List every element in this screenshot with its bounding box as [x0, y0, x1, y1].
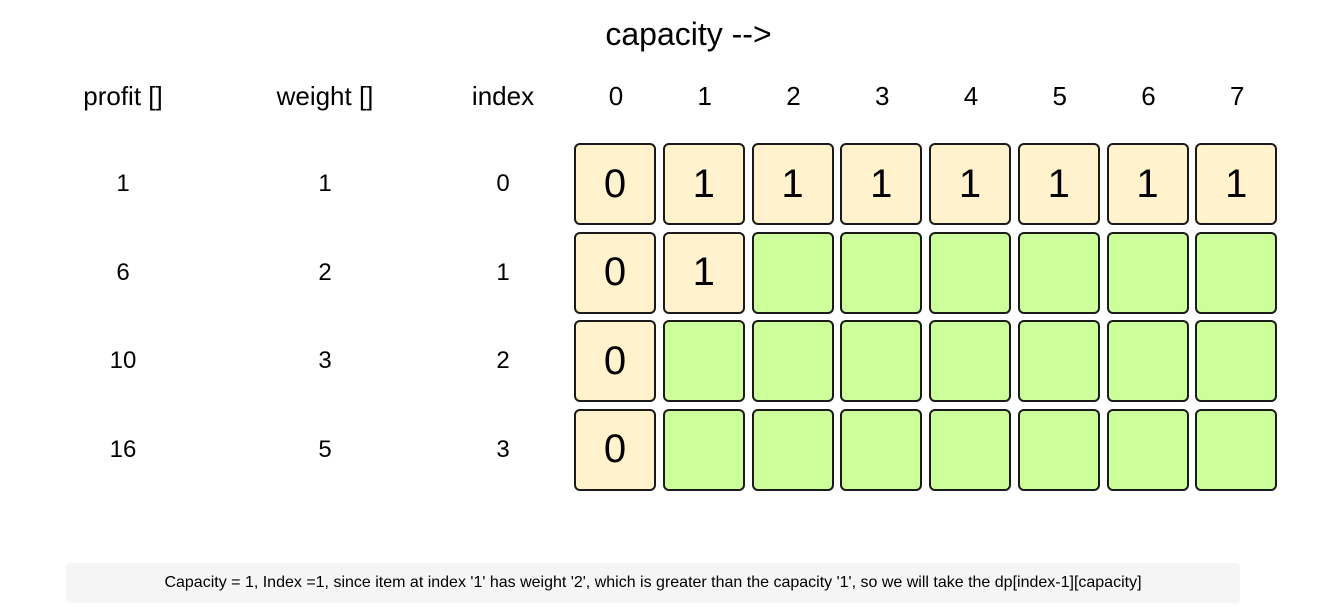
dp-cell-1-1: 1 [662, 231, 745, 314]
capacity-header-7: 7 [1230, 81, 1245, 111]
dp-cell-2-4 [929, 320, 1011, 402]
capacity-header-6: 6 [1141, 81, 1156, 111]
dp-cell-2-0: 0 [574, 320, 656, 402]
weight-value-2: 3 [318, 347, 332, 374]
dp-cell-1-4 [929, 231, 1011, 314]
index-value-0: 0 [496, 170, 510, 197]
dp-cell-2-7 [1195, 320, 1278, 402]
dp-cell-1-7 [1195, 231, 1278, 314]
index-value-2: 2 [496, 347, 510, 374]
dp-cell-0-2: 1 [751, 143, 834, 225]
profit-value-0: 1 [116, 170, 130, 197]
index-header: index [471, 81, 535, 111]
profit-value-2: 10 [109, 347, 137, 374]
dp-cell-3-5 [1017, 408, 1100, 491]
dp-cell-3-4 [929, 408, 1011, 491]
dp-cell-3-7 [1195, 408, 1278, 491]
profit-header: profit [] [83, 81, 163, 111]
dp-cell-2-5 [1017, 320, 1100, 402]
index-value-3: 3 [496, 435, 510, 463]
dp-cell-3-1 [662, 408, 745, 491]
dp-cell-0-0: 0 [574, 143, 656, 225]
weight-header: weight [] [276, 81, 374, 111]
dp-cell-0-7: 1 [1195, 143, 1278, 225]
profit-value-1: 6 [116, 258, 130, 286]
dp-cell-2-3 [840, 320, 923, 402]
capacity-header-5: 5 [1052, 81, 1067, 111]
dp-cell-0-4: 1 [929, 143, 1011, 225]
dp-cell-0-1: 1 [662, 143, 745, 225]
profit-value-3: 16 [109, 435, 137, 463]
dp-cell-1-5 [1017, 231, 1100, 314]
dp-cell-3-2 [751, 408, 834, 491]
capacity-header-4: 4 [963, 81, 979, 111]
dp-cell-0-5: 1 [1017, 143, 1100, 225]
capacity-header-1: 1 [697, 81, 712, 111]
dp-cell-2-6 [1106, 320, 1189, 402]
capacity-header-0: 0 [608, 81, 624, 111]
explanation-note: Capacity = 1, Index =1, since item at in… [66, 563, 1240, 603]
dp-cell-0-6: 1 [1106, 143, 1189, 225]
dp-cell-1-0: 0 [574, 231, 656, 314]
weight-value-0: 1 [318, 170, 332, 197]
weight-value-1: 2 [318, 258, 332, 286]
dp-cell-0-3: 1 [840, 143, 923, 225]
dp-cell-3-3 [840, 408, 923, 491]
dp-cell-2-2 [751, 320, 834, 402]
capacity-title: capacity --> [605, 16, 772, 52]
weight-value-3: 5 [318, 435, 332, 463]
dp-cell-3-6 [1106, 408, 1189, 491]
dp-cell-2-1 [662, 320, 745, 402]
dp-cell-1-3 [840, 231, 923, 314]
dp-cell-1-2 [751, 231, 834, 314]
capacity-header-2: 2 [786, 81, 801, 111]
dp-cell-3-0: 0 [574, 408, 656, 491]
index-value-1: 1 [496, 258, 510, 286]
dp-cell-1-6 [1106, 231, 1189, 314]
capacity-header-3: 3 [875, 81, 890, 111]
